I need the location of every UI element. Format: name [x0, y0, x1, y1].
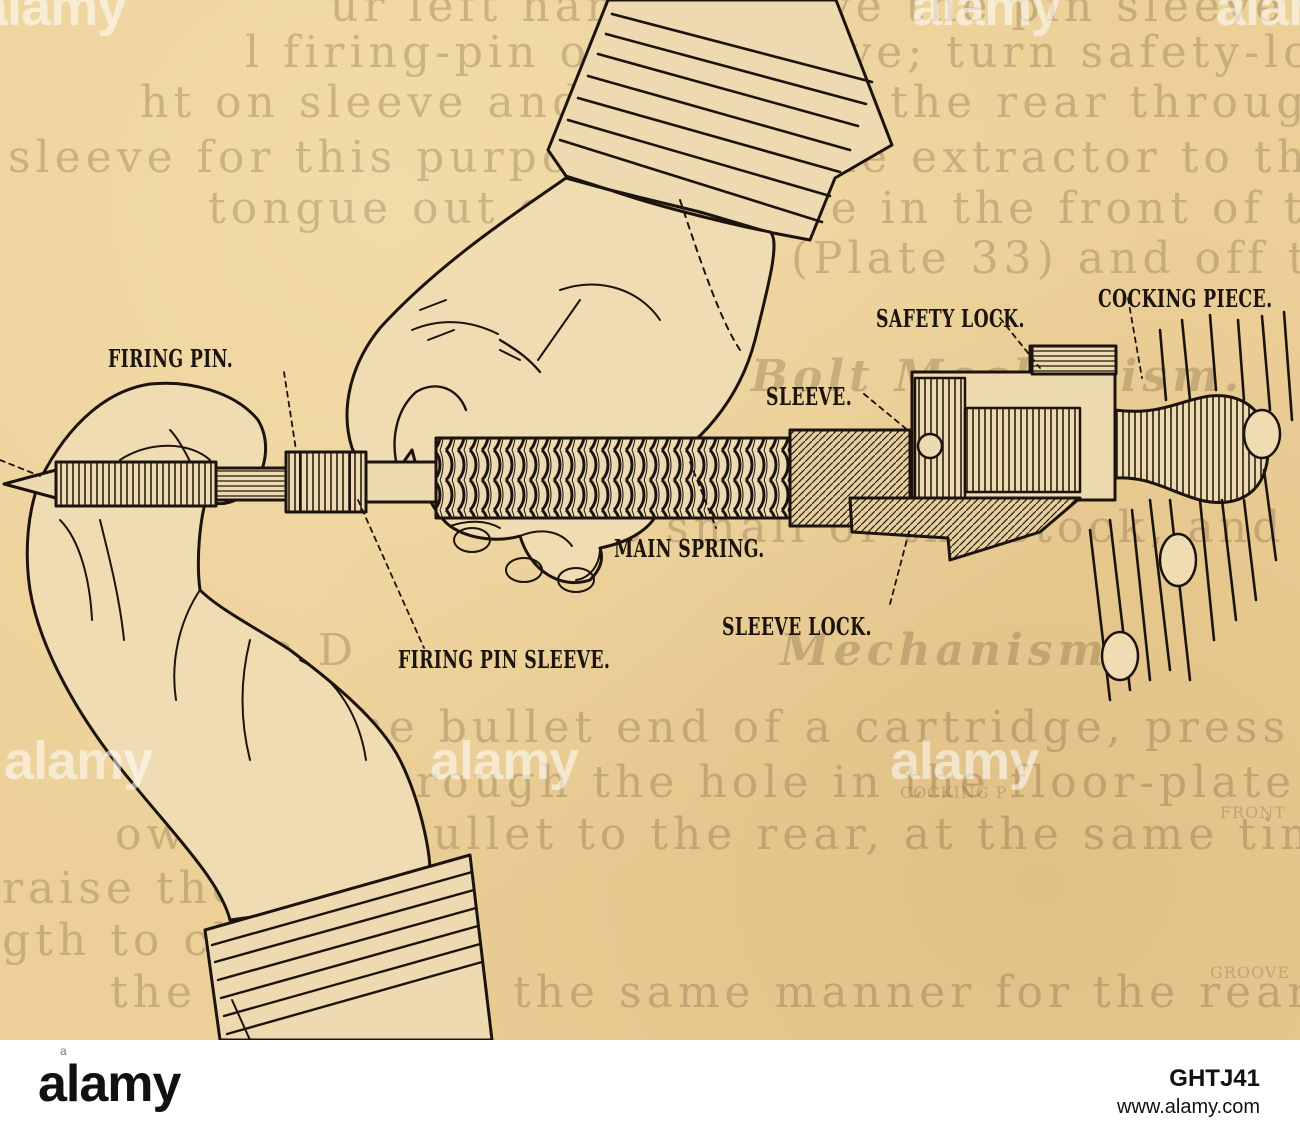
label-main-spring: MAIN SPRING.	[614, 534, 765, 563]
lower-hand	[25, 381, 432, 922]
footer-image-id: GHTJ41	[1169, 1065, 1260, 1092]
lower-cuff	[203, 853, 494, 1040]
firing-pin-sleeve-part	[284, 450, 368, 514]
footer-site-url[interactable]: www.alamy.com	[1117, 1096, 1260, 1118]
label-firing-pin-sleeve: FIRING PIN SLEEVE.	[398, 645, 611, 674]
right-hand-fingers	[1088, 310, 1294, 702]
firing-pin-shaft	[54, 460, 218, 508]
main-spring-part	[434, 436, 792, 520]
leader-lines	[0, 297, 1143, 649]
label-sleeve: SLEEVE.	[766, 382, 853, 411]
cocking-piece-part	[1113, 394, 1270, 505]
label-safety-lock: SAFETY LOCK.	[876, 304, 1025, 333]
footer-ident-mark: a	[60, 1044, 67, 1058]
firing-pin-tip	[2, 468, 58, 500]
bolt-head-assembly	[848, 344, 1118, 562]
stock-footer-bar: a alamy GHTJ41 www.alamy.com	[0, 1040, 1300, 1128]
upper-hand	[345, 176, 776, 585]
engraving-plate: ur left hand, remove the pin sleeve and …	[0, 0, 1300, 1040]
footer-brand-logo: alamy	[38, 1055, 181, 1113]
label-sleeve-lock: SLEEVE LOCK.	[722, 612, 872, 641]
label-firing-pin: FIRING PIN.	[108, 344, 234, 373]
bolt-disassembly-illustration	[0, 0, 1294, 1040]
label-cocking-piece: COCKING PIECE.	[1098, 284, 1273, 313]
